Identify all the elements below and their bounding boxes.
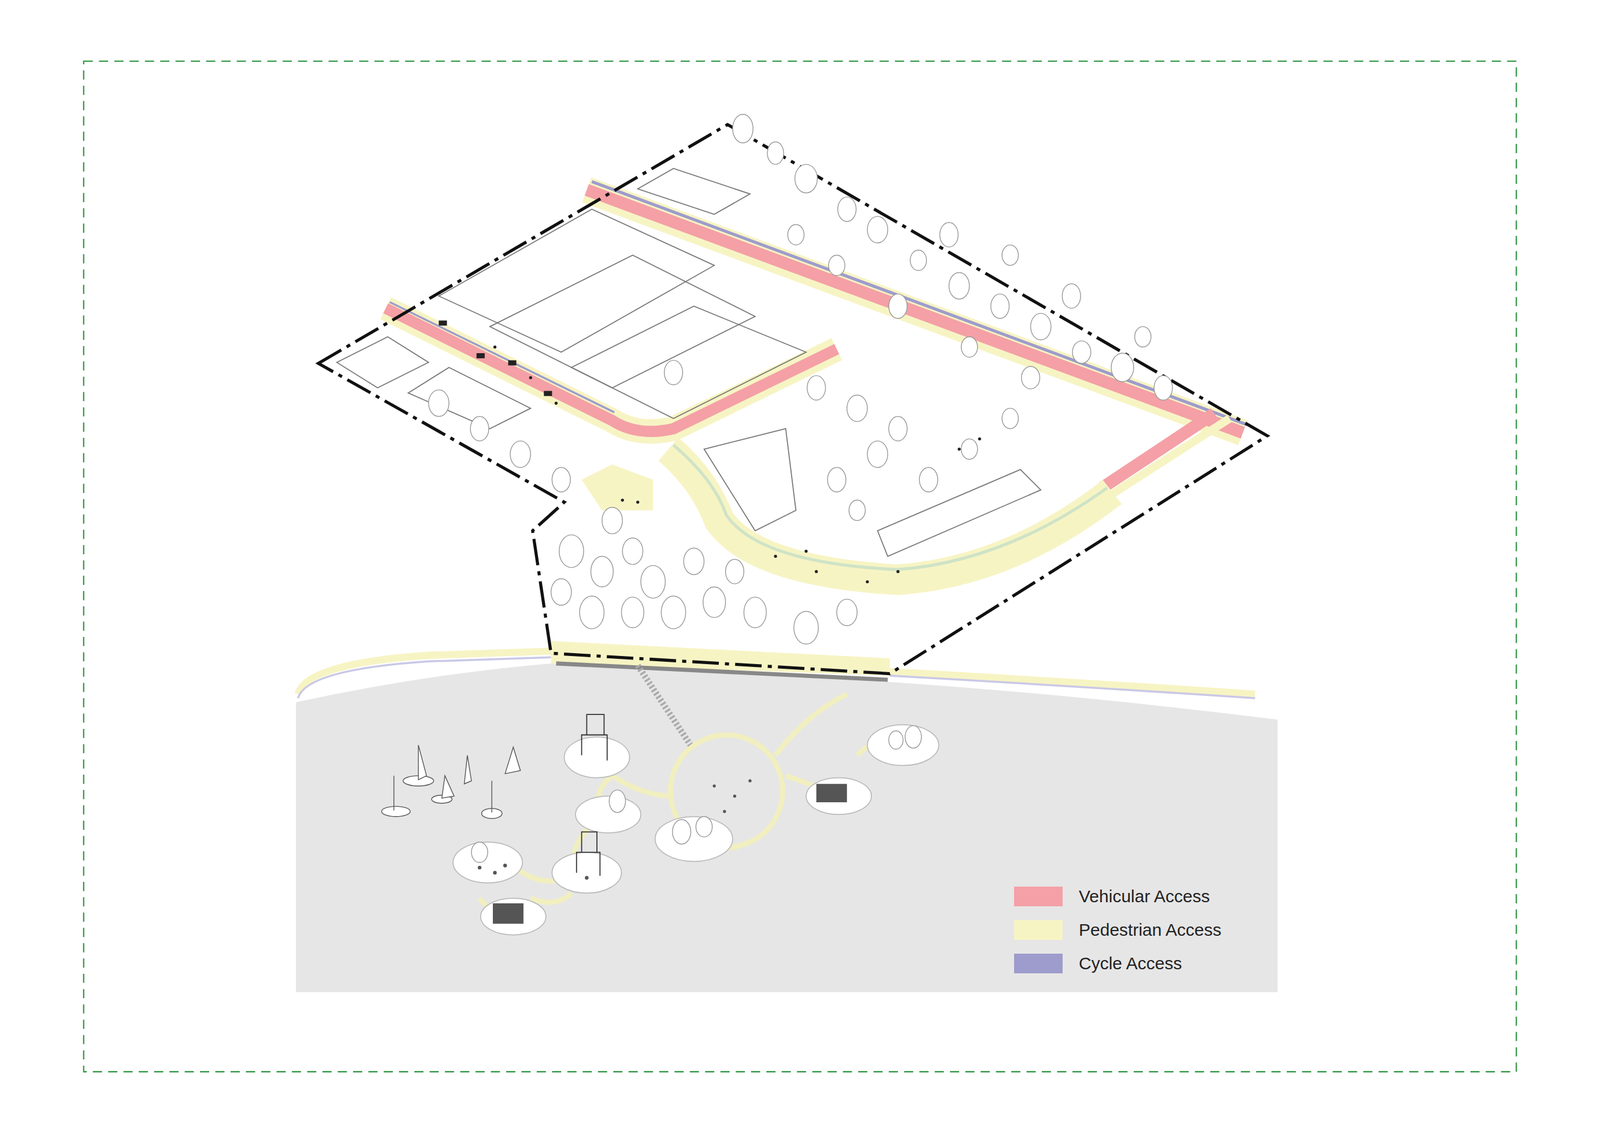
legend-text: Vehicular Access [1078, 886, 1210, 907]
legend-swatch [1014, 953, 1063, 974]
legend-swatch [1014, 919, 1063, 940]
legend-row: Vehicular Access [1014, 879, 1222, 913]
legend: Vehicular AccessPedestrian AccessCycle A… [1014, 879, 1222, 980]
legend-swatch [1014, 886, 1063, 907]
legend-text: Cycle Access [1078, 953, 1182, 974]
legend-row: Cycle Access [1014, 946, 1222, 980]
legend-row: Pedestrian Access [1014, 912, 1222, 947]
legend-text: Pedestrian Access [1078, 919, 1222, 940]
